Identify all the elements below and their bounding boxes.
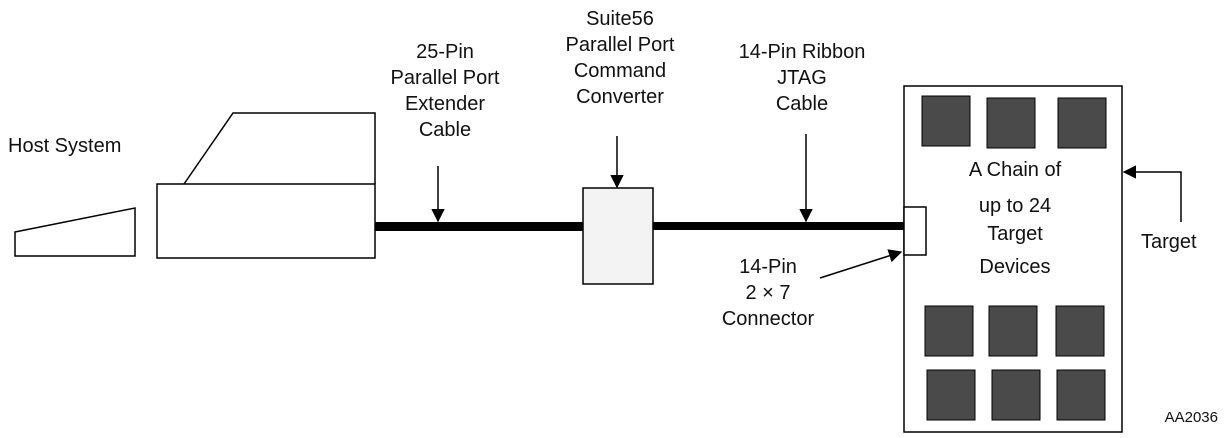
connector-label-line: 2 × 7 — [745, 282, 790, 304]
jtag-connector — [903, 206, 927, 256]
target-label: Target — [1141, 231, 1197, 253]
converter-label-line: Converter — [576, 86, 664, 108]
jtag-cable-label-line: Cable — [776, 93, 828, 115]
connector-arrow — [819, 249, 903, 279]
computer-monitor — [183, 112, 376, 185]
target-device-chip — [921, 95, 971, 147]
converter-label-line: Parallel Port — [566, 34, 675, 56]
keyboard-shape — [14, 207, 136, 257]
command-converter-box — [582, 187, 654, 285]
converter-label-line: Command — [574, 60, 666, 82]
jtag-cable-label-line: 14-Pin Ribbon — [739, 41, 866, 63]
target-device-chip — [924, 305, 974, 357]
chain-label-line: A Chain of — [969, 159, 1062, 181]
extender-cable-label-line: 25-Pin — [416, 41, 474, 63]
jtag-cable-line — [653, 222, 904, 230]
target-device-chip — [1057, 97, 1107, 149]
target-device-chip — [1055, 305, 1105, 357]
computer-base — [156, 183, 376, 259]
converter-label-line: Suite56 — [586, 8, 654, 30]
target-device-chip — [988, 305, 1038, 357]
target-device-chip — [926, 369, 976, 421]
chain-label-line: Target — [987, 223, 1043, 245]
target-arrow — [1122, 165, 1182, 222]
target-device-chip — [991, 369, 1041, 421]
extender-cable-label-line: Parallel Port — [391, 67, 500, 89]
extender-cable-label-line: Extender — [405, 93, 485, 115]
host-system-label: Host System — [8, 135, 121, 157]
extender-cable-line — [375, 222, 583, 231]
extender-cable-label-line: Cable — [419, 119, 471, 141]
chain-label-line: Devices — [979, 256, 1050, 278]
connector-label-line: Connector — [722, 308, 815, 330]
jtag-cable-label-line: JTAG — [777, 67, 827, 89]
target-device-chip — [1056, 369, 1106, 421]
connector-label-line: 14-Pin — [739, 256, 797, 278]
chain-label-line: up to 24 — [979, 195, 1051, 217]
target-device-chip — [986, 97, 1036, 149]
figure-id-label: AA2036 — [1165, 409, 1218, 426]
